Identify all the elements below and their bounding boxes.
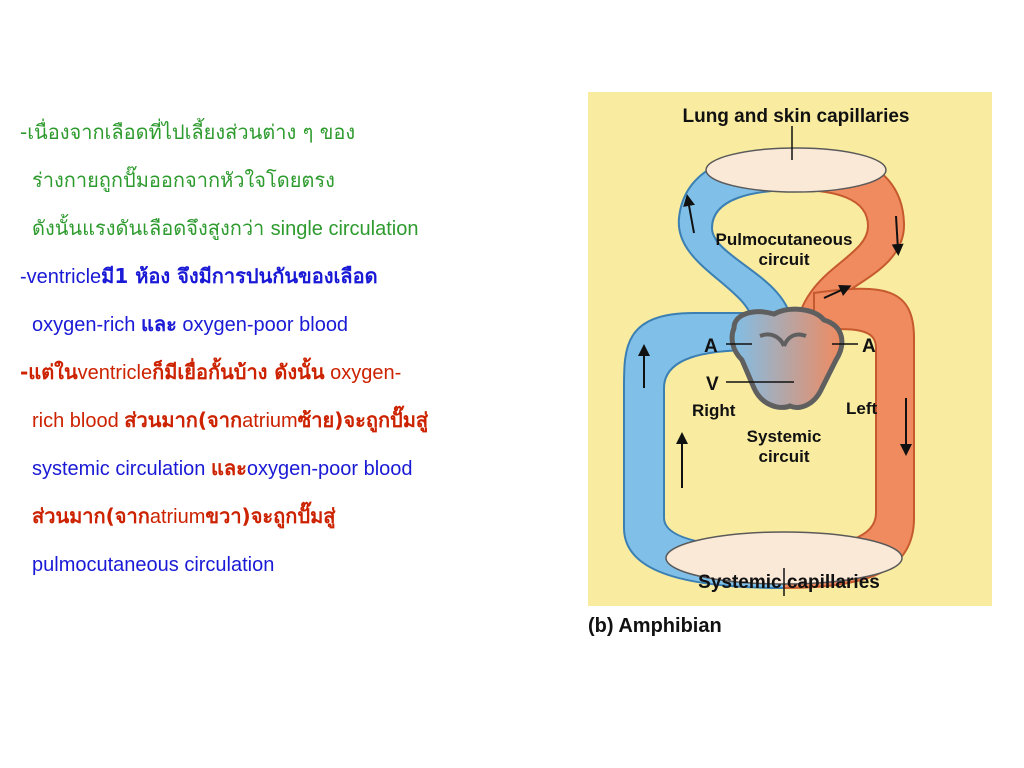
lung-skin-capillaries-label: Lung and skin capillaries	[682, 106, 909, 127]
paragraph-3-line-5: pulmocutaneous circulation	[32, 554, 275, 576]
paragraph-3-line-2-a: rich blood	[32, 410, 125, 432]
paragraph-3-line-1-d: oxygen-	[324, 362, 402, 384]
paragraph-3-line-3-a: systemic circulation	[32, 458, 211, 480]
systemic-vessel-oxygen-rich	[783, 287, 915, 590]
paragraph-2-line-2-a: oxygen-rich	[32, 314, 141, 336]
paragraph-3-line-4-b: atrium	[149, 506, 206, 528]
right-atrium-label: A	[704, 336, 718, 357]
paragraph-1-line-3-english: single circulation	[270, 218, 419, 240]
amphibian-circulation-diagram: Lung and skin capillaries Pulmocutaneous…	[588, 92, 992, 606]
lung-capillary-bed	[705, 147, 887, 193]
paragraph-1-line-3-thai: ดังนั้นแรงดันเลือดจึงสูงกว่า	[32, 216, 271, 240]
right-side-label: Right	[692, 401, 736, 420]
paragraph-2-line-2-b: และ	[140, 312, 177, 336]
flow-arrow	[891, 215, 904, 256]
text-line: -แต่ในventricleก็มีเยื่อกั้นบ้าง ดังนั้น…	[20, 348, 580, 396]
paragraph-2-line-1-a: -ventricle	[20, 266, 102, 288]
text-line: rich blood ส่วนมาก(จากatriumซ้าย)จะถูกปั…	[20, 396, 580, 444]
left-side-label: Left	[846, 399, 878, 418]
text-line: ส่วนมาก(จากatriumขวา)จะถูกปั๊มสู่	[20, 492, 580, 540]
paragraph-1-line-1: -เนื่องจากเลือดที่ไปเลี้ยงส่วนต่าง ๆ ของ	[20, 120, 356, 144]
atrial-septum	[759, 332, 807, 347]
paragraph-1-line-2: ร่างกายถูกปั๊มออกจากหัวใจโดยตรง	[32, 168, 335, 192]
paragraph-3-line-2-d: ซ้าย)จะถูกปั๊มสู่	[297, 408, 429, 432]
paragraph-2-line-1-b: มี1 ห้อง จึงมีการปนกันของเลือด	[101, 264, 378, 288]
paragraph-3-line-2-c: atrium	[242, 410, 298, 432]
paragraph-3-line-2-b: ส่วนมาก(จาก	[124, 408, 243, 432]
paragraph-3-line-4-a: ส่วนมาก(จาก	[32, 504, 150, 528]
flow-arrow	[823, 285, 852, 299]
paragraph-3-line-1-c: ก็มีเยื่อกั้นบ้าง ดังนั้น	[152, 360, 325, 384]
text-line: -ventricleมี1 ห้อง จึงมีการปนกันของเลือด	[20, 252, 580, 300]
text-line: ร่างกายถูกปั๊มออกจากหัวใจโดยตรง	[20, 156, 580, 204]
systemic-label-line-2: circuit	[758, 447, 809, 466]
text-line: oxygen-rich และ oxygen-poor blood	[20, 300, 580, 348]
systemic-label-line-1: Systemic	[747, 427, 822, 446]
text-block: -เนื่องจากเลือดที่ไปเลี้ยงส่วนต่าง ๆ ของ…	[20, 108, 580, 588]
paragraph-3-line-1-b: ventricle	[77, 362, 153, 384]
diagram-caption: (b) Amphibian	[588, 615, 722, 637]
text-line: systemic circulation และoxygen-poor bloo…	[20, 444, 580, 492]
paragraph-2-line-2-c: oxygen-poor blood	[176, 314, 349, 336]
pulmocutaneous-label-line-1: Pulmocutaneous	[716, 230, 853, 249]
flow-arrow	[683, 194, 695, 234]
systemic-capillaries-label: Systemic capillaries	[698, 572, 880, 593]
text-line: pulmocutaneous circulation	[20, 540, 580, 588]
ventricle-label: V	[706, 374, 719, 395]
left-atrium-label: A	[862, 336, 876, 357]
paragraph-3-line-4-c: ขวา)จะถูกปั๊มสู่	[205, 504, 336, 528]
text-line: ดังนั้นแรงดันเลือดจึงสูงกว่า single circ…	[20, 204, 580, 252]
paragraph-3-line-3-b: และ	[210, 456, 247, 480]
paragraph-3-line-3-c: oxygen-poor blood	[246, 458, 413, 480]
pulmocutaneous-label-line-2: circuit	[758, 250, 809, 269]
heart	[729, 306, 845, 410]
paragraph-3-line-1-a: -แต่ใน	[20, 360, 78, 384]
text-line: -เนื่องจากเลือดที่ไปเลี้ยงส่วนต่าง ๆ ของ	[20, 108, 580, 156]
